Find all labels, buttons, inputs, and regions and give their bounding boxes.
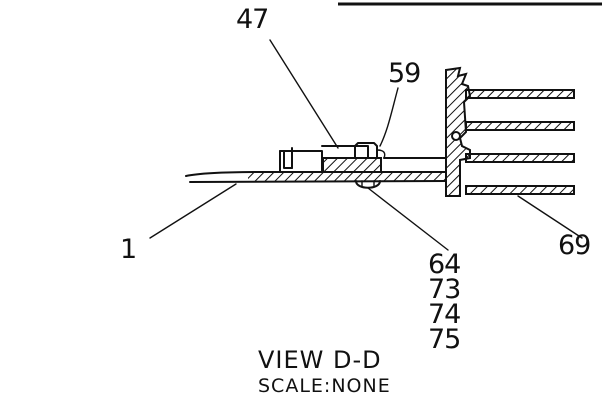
leader-59 — [379, 87, 399, 147]
callout-69: 69 — [558, 230, 590, 261]
leader-47 — [269, 39, 339, 149]
leader-69 — [517, 195, 583, 239]
heat-sink — [445, 66, 575, 197]
callout-47: 47 — [236, 4, 268, 35]
connecting-arm — [383, 157, 447, 173]
callouts: 47 59 1 64 73 74 75 69 — [120, 4, 591, 355]
leader-lines — [149, 39, 583, 251]
leader-64 — [367, 187, 449, 251]
callout-64: 64 — [428, 249, 460, 280]
view-title: VIEW D-D — [258, 346, 382, 374]
callout-74: 74 — [428, 299, 460, 330]
view-scale: SCALE:NONE — [258, 375, 391, 397]
callout-1: 1 — [120, 234, 136, 265]
view-caption: VIEW D-D SCALE:NONE — [258, 346, 391, 397]
screw-head — [354, 142, 386, 159]
callout-73: 73 — [428, 274, 460, 305]
heat-sink-fins — [465, 89, 575, 195]
callout-75: 75 — [428, 324, 460, 355]
callout-59: 59 — [388, 58, 420, 89]
base-plate — [185, 171, 447, 183]
clamp-bracket — [279, 145, 382, 173]
leader-1 — [149, 183, 237, 239]
